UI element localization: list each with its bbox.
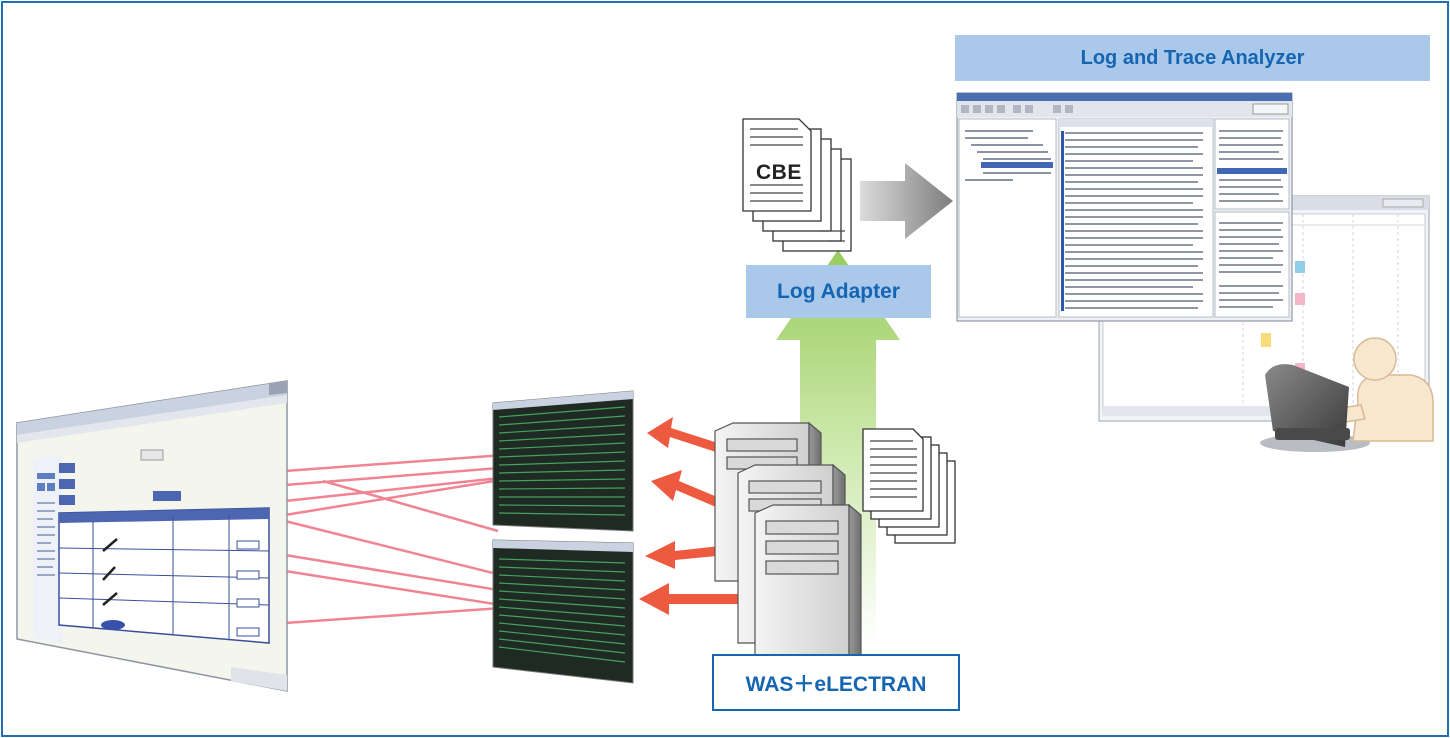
log-trace-analyzer-screenshot <box>956 92 1293 322</box>
was-electran-label: WAS＋eLECTRAN <box>712 654 960 711</box>
browser-window-icon <box>16 380 288 692</box>
cbe-label: CBE <box>756 161 802 184</box>
cbe-to-analyzer-arrow <box>860 163 953 239</box>
person-at-computer-icon <box>1260 337 1434 452</box>
log-document-stack-icon <box>862 428 956 544</box>
diagram-artwork <box>16 92 1434 703</box>
log-adapter-label: Log Adapter <box>746 265 931 318</box>
cbe-document-stack-icon <box>742 118 852 252</box>
log-and-trace-analyzer-label: Log and Trace Analyzer <box>955 35 1430 81</box>
terminal-screen-icon <box>492 390 634 684</box>
